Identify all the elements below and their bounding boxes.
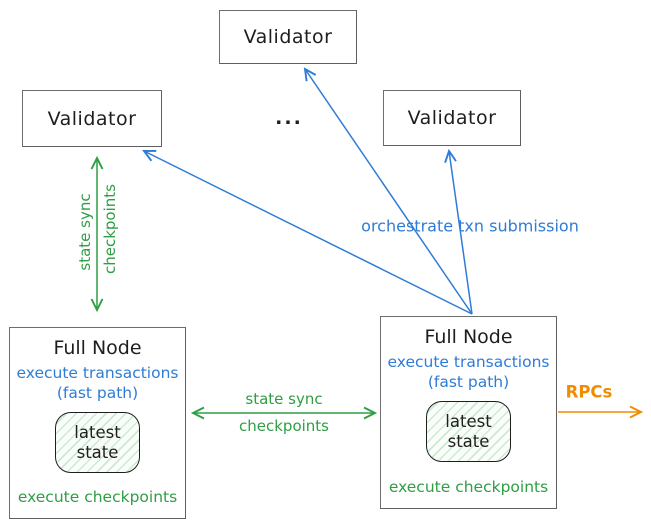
latest-state-line2: state <box>76 442 119 462</box>
validator-box-top: Validator <box>219 10 357 64</box>
full-node-footer: execute checkpoints <box>388 478 549 496</box>
full-node-footer: execute checkpoints <box>17 488 178 506</box>
horizontal-arrow-label-state-sync: state sync <box>245 390 323 408</box>
latest-state-line1: latest <box>74 422 121 442</box>
horizontal-arrow-label-checkpoints: checkpoints <box>239 417 329 435</box>
latest-state-line2: state <box>447 431 490 451</box>
full-node-title: Full Node <box>53 337 142 359</box>
full-node-box-right: Full Node execute transactions (fast pat… <box>380 316 557 509</box>
full-node-exec-line2: (fast path) <box>56 384 139 402</box>
validators-ellipsis: ... <box>275 107 303 129</box>
full-node-exec-line1: execute transactions <box>16 364 179 382</box>
latest-state-line1: latest <box>445 411 492 431</box>
blue-arrow-to-top-validator <box>303 67 473 315</box>
latest-state-box: latest state <box>426 401 511 462</box>
vertical-arrow-label-state-sync: state sync <box>76 193 94 271</box>
orchestrate-txn-submission-label: orchestrate txn submission <box>361 216 579 236</box>
vertical-arrow-label-checkpoints: checkpoints <box>101 184 119 274</box>
latest-state-box: latest state <box>55 412 140 473</box>
validator-label: Validator <box>47 107 137 130</box>
validator-box-left: Validator <box>22 90 162 147</box>
full-node-title: Full Node <box>424 326 513 348</box>
full-node-exec-line2: (fast path) <box>427 373 510 391</box>
validator-label: Validator <box>407 107 497 129</box>
validator-box-right: Validator <box>383 90 521 146</box>
full-node-exec-line1: execute transactions <box>387 353 550 371</box>
rpcs-label: RPCs <box>565 382 613 402</box>
blue-arrow-to-left-validator <box>142 150 473 315</box>
blue-arrow-to-right-validator <box>444 148 473 315</box>
validator-label: Validator <box>243 26 333 48</box>
full-node-box-left: Full Node execute transactions (fast pat… <box>9 327 186 519</box>
